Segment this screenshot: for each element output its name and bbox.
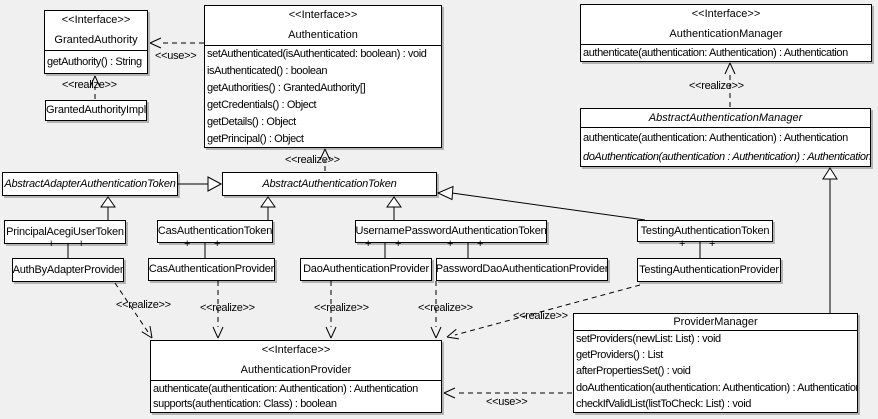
class-name: Authentication (288, 28, 358, 41)
method-row: supports(authentication: Class) : boolea… (153, 398, 337, 411)
class-name: TestingAuthenticationToken (640, 224, 770, 237)
method-row: authenticate(authentication: Authenticat… (583, 47, 848, 59)
association-plus: + (477, 238, 484, 250)
class-cas-authentication-token[interactable]: CasAuthenticationToken (157, 220, 273, 243)
method-row: getDetails() : Object (207, 115, 296, 128)
class-granted-authority[interactable]: <<Interface>> GrantedAuthority getAuthor… (44, 10, 148, 74)
realize-label: <<realize>> (285, 154, 340, 166)
class-dao-authentication-provider[interactable]: DaoAuthenticationProvider (300, 258, 432, 281)
class-username-password-authentication-token[interactable]: UsernamePasswordAuthenticationToken (355, 220, 547, 243)
use-label: <<use>> (155, 50, 197, 62)
class-name: AbstractAuthenticationManager (648, 111, 803, 124)
association-plus: + (447, 238, 454, 250)
class-cas-authentication-provider[interactable]: CasAuthenticationProvider (148, 258, 275, 281)
stereotype-label: <<Interface>> (691, 8, 761, 21)
method-row: authenticate(authentication: Authenticat… (153, 382, 418, 395)
association-plus: + (679, 238, 686, 250)
realize-label: <<realize>> (418, 302, 473, 314)
method-row: getAuthority() : String (47, 56, 142, 68)
class-name: AuthenticationProvider (240, 363, 352, 376)
class-name: AbstractAuthenticationToken (262, 177, 397, 190)
method-row: doAuthentication(authentication : Authen… (583, 150, 870, 163)
class-name: PrincipalAcegiUserToken (6, 225, 124, 238)
class-name: CasAuthenticationProvider (148, 263, 275, 275)
class-name: CasAuthenticationToken (157, 225, 273, 237)
method-row: getProviders() : List (576, 349, 663, 362)
class-abstract-authentication-manager[interactable]: AbstractAuthenticationManager authentica… (580, 108, 871, 167)
class-name: TestingAuthenticationProvider (639, 263, 779, 276)
class-auth-by-adapter-provider[interactable]: AuthByAdapterProvider (12, 258, 124, 282)
class-abstract-authentication-token[interactable]: AbstractAuthenticationToken (222, 172, 437, 196)
class-password-dao-authentication-provider[interactable]: PasswordDaoAuthenticationProvider (436, 258, 608, 281)
association-plus: + (78, 238, 85, 250)
class-granted-authority-impl[interactable]: GrantedAuthorityImpl (45, 100, 147, 121)
class-name: ProviderManager (673, 315, 758, 328)
class-name: DaoAuthenticationProvider (303, 263, 429, 275)
class-provider-manager[interactable]: ProviderManager setProviders(newList: Li… (573, 313, 858, 413)
method-row: afterPropertiesSet() : void (576, 365, 691, 378)
association-plus: + (709, 238, 716, 250)
realize-label: <<realize>> (314, 302, 369, 314)
realize-label: <<realize>> (200, 302, 255, 314)
class-name: AuthByAdapterProvider (12, 263, 124, 276)
realize-label: <<realize>> (689, 80, 744, 92)
use-label: <<use>> (486, 396, 528, 408)
method-row: getAuthorities() : GrantedAuthority[] (207, 82, 366, 95)
stereotype-label: <<Interface>> (61, 14, 131, 27)
realize-label: <<realize>> (116, 299, 171, 311)
method-row: getCredentials() : Object (207, 98, 317, 111)
method-row: checkIfValidList(listToCheck: List) : vo… (576, 397, 751, 410)
class-authentication[interactable]: <<Interface>> Authentication setAuthenti… (204, 5, 442, 148)
method-row: isAuthenticated() : boolean (207, 65, 328, 78)
class-testing-authentication-provider[interactable]: TestingAuthenticationProvider (637, 258, 781, 282)
stereotype-label: <<Interface>> (261, 344, 331, 357)
association-plus: + (214, 238, 221, 250)
association-plus: + (48, 238, 55, 250)
class-testing-authentication-token[interactable]: TestingAuthenticationToken (637, 220, 773, 242)
class-principal-acegi-user-token[interactable]: PrincipalAcegiUserToken (4, 220, 126, 244)
class-name: GrantedAuthorityImpl (46, 104, 146, 116)
class-abstract-adapter-authentication-token[interactable]: AbstractAdapterAuthenticationToken (2, 172, 178, 196)
class-authentication-manager[interactable]: <<Interface>> AuthenticationManager auth… (580, 4, 872, 62)
class-name: UsernamePasswordAuthenticationToken (355, 225, 547, 237)
realize-label: <<realize>> (62, 79, 117, 91)
class-name: PasswordDaoAuthenticationProvider (436, 263, 608, 275)
class-name: GrantedAuthority (54, 33, 138, 46)
stereotype-label: <<Interface>> (288, 9, 358, 22)
association-plus: + (395, 238, 402, 250)
method-row: setAuthenticated(isAuthenticated: boolea… (207, 48, 427, 61)
class-authentication-provider[interactable]: <<Interface>> AuthenticationProvider aut… (150, 340, 442, 413)
method-row: doAuthentication(authentication: Authent… (576, 381, 857, 394)
association-plus: + (365, 238, 372, 250)
class-name: AbstractAdapterAuthenticationToken (4, 177, 176, 190)
association-plus: + (184, 238, 191, 250)
realize-label: <<realize>> (513, 310, 568, 322)
method-row: setProviders(newList: List) : void (576, 333, 721, 346)
method-row: authenticate(authentication: Authenticat… (583, 131, 848, 144)
method-row: getPrincipal() : Object (207, 132, 304, 145)
class-name: AuthenticationManager (669, 27, 783, 40)
